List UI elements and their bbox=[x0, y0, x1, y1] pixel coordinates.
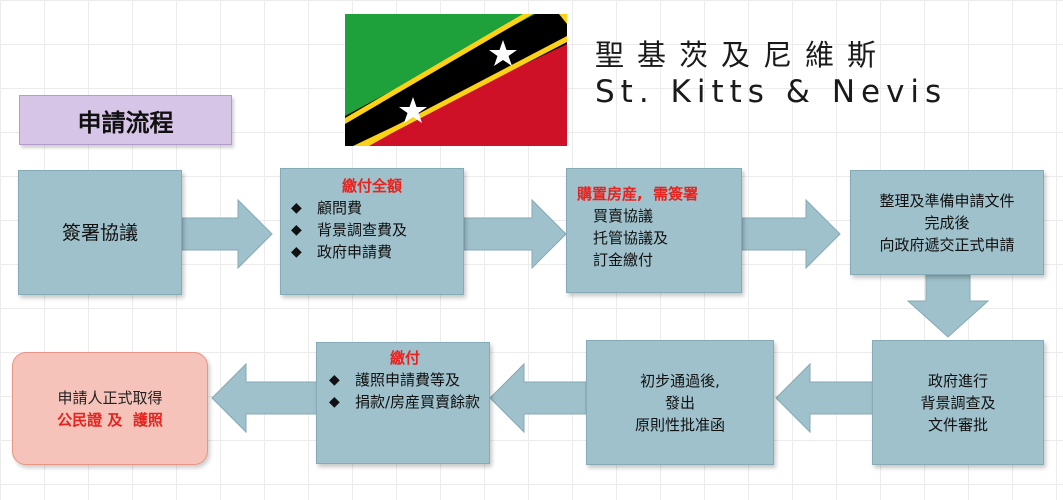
step-final-payment: 繳付 ◆ 護照申請費等及 ◆ 捐款/房産買賣餘款 bbox=[316, 342, 490, 464]
arrow-left-icon bbox=[775, 362, 877, 434]
step-heading: 購置房産, 需簽署 bbox=[577, 185, 699, 203]
step-line: 完成後 bbox=[924, 213, 970, 232]
list-item: ◆ 顧問費 bbox=[291, 199, 363, 217]
star-icon bbox=[399, 97, 427, 123]
list-item: ◆ 捐款/房産買賣餘款 bbox=[329, 393, 481, 411]
arrow-left-icon bbox=[211, 362, 319, 434]
list-item: ◆ 護照申請費等及 bbox=[329, 371, 461, 389]
step-heading: 繳付全額 bbox=[341, 177, 402, 195]
step-line: 向政府遞交正式申請 bbox=[879, 235, 1015, 254]
arrow-left-icon bbox=[489, 362, 587, 434]
step-line: 背景調查及 bbox=[920, 393, 996, 412]
step-label: 簽署協議 bbox=[61, 221, 138, 244]
step-line: 整理及準備申請文件 bbox=[879, 191, 1015, 210]
diamond-bullet-icon: ◆ bbox=[291, 200, 302, 216]
diamond-bullet-icon: ◆ bbox=[329, 372, 340, 388]
step-line: 申請人正式取得 bbox=[57, 388, 163, 407]
step-line: 買賣協議 bbox=[593, 207, 654, 225]
list-item: ◆ 政府申請費 bbox=[291, 243, 393, 261]
arrow-right-icon bbox=[464, 198, 567, 270]
step-line: 政府進行 bbox=[927, 371, 988, 390]
step-citizenship-granted: 申請人正式取得 公民證 及 護照 bbox=[12, 352, 208, 465]
diamond-bullet-icon: ◆ bbox=[291, 222, 302, 238]
diamond-bullet-icon: ◆ bbox=[291, 244, 302, 260]
step-line: 訂金繳付 bbox=[593, 251, 654, 269]
step-approval-letter: 初步通過後, 發出 原則性批准函 bbox=[586, 340, 774, 465]
step-line: 托管協議及 bbox=[593, 229, 669, 247]
step-submit-application: 整理及準備申請文件 完成後 向政府遞交正式申請 bbox=[850, 170, 1044, 275]
page-title: 申請流程 bbox=[19, 95, 232, 145]
step-line: 初步通過後, bbox=[640, 371, 720, 390]
country-name-english: St. Kitts & Nevis bbox=[595, 74, 948, 110]
step-purchase-property: 購置房産, 需簽署 買賣協議 托管協議及 訂金繳付 bbox=[566, 168, 742, 293]
step-line: 原則性批准函 bbox=[634, 415, 725, 434]
diamond-bullet-icon: ◆ bbox=[329, 394, 340, 410]
st-kitts-nevis-flag-icon bbox=[345, 14, 567, 146]
list-item: ◆ 背景調查費及 bbox=[291, 221, 408, 239]
step-heading: 繳付 bbox=[389, 349, 420, 367]
step-sign-agreement: 簽署協議 bbox=[18, 170, 182, 295]
step-government-review: 政府進行 背景調查及 文件審批 bbox=[872, 340, 1044, 465]
step-full-payment: 繳付全額 ◆ 顧問費 ◆ 背景調查費及 ◆ 政府申請費 bbox=[280, 168, 464, 295]
arrow-right-icon bbox=[742, 198, 841, 270]
arrow-right-icon bbox=[182, 198, 273, 270]
step-line: 文件審批 bbox=[927, 415, 988, 434]
step-line-highlight: 公民證 及 護照 bbox=[57, 410, 163, 429]
step-line: 發出 bbox=[664, 393, 695, 412]
country-name-chinese: 聖基茨及尼維斯 bbox=[595, 38, 890, 72]
star-icon bbox=[489, 40, 517, 66]
arrow-down-icon bbox=[906, 275, 990, 338]
